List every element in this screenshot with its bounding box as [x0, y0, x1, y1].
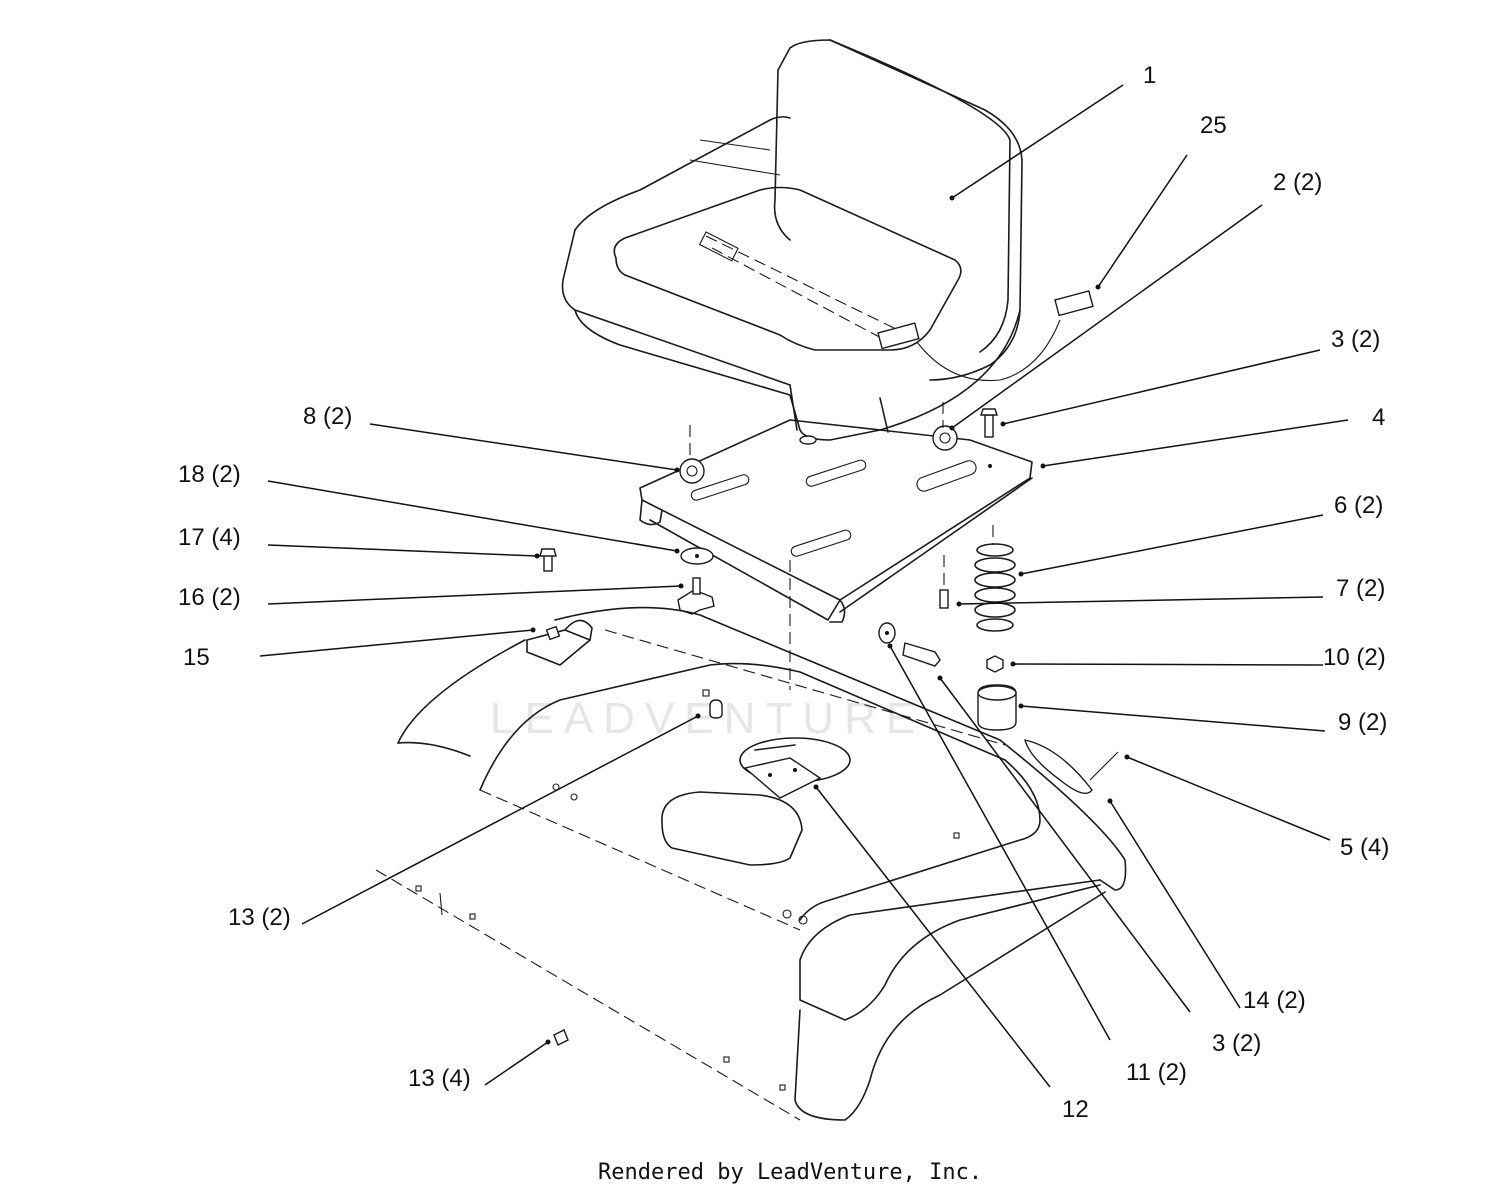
callout-10: 10 (2) — [1323, 644, 1386, 671]
callout-14: 14 (2) — [1243, 987, 1306, 1014]
seat-assembly — [561, 39, 1094, 445]
callout-18: 18 (2) — [178, 461, 241, 488]
watermark-text: LEADVENTURE — [490, 694, 925, 743]
render-credit: Rendered by LeadVenture, Inc. — [598, 1160, 982, 1185]
callout-11: 11 (2) — [1126, 1059, 1187, 1086]
callout-8: 8 (2) — [303, 403, 352, 430]
left-hardware — [526, 547, 715, 666]
callout-1: 1 — [1143, 62, 1156, 89]
callout-labels: 1 25 2 (2) 3 (2) 4 8 (2) 18 (2) 17 (4) 1… — [178, 62, 1389, 1123]
callout-2: 2 (2) — [1273, 169, 1322, 196]
callout-4: 4 — [1372, 404, 1385, 431]
callout-9: 9 (2) — [1338, 709, 1387, 736]
callout-12: 12 — [1062, 1096, 1089, 1123]
callout-25: 25 — [1200, 112, 1227, 139]
callout-3-bottom: 3 (2) — [1212, 1030, 1261, 1057]
seat-mounting-plate — [639, 402, 1033, 623]
callout-7: 7 (2) — [1336, 575, 1385, 602]
leader-lines — [259, 84, 1349, 1088]
callout-3-top: 3 (2) — [1331, 326, 1380, 353]
right-hardware — [878, 525, 1119, 794]
callout-13-upper: 13 (2) — [228, 904, 291, 931]
callout-17: 17 (4) — [178, 524, 241, 551]
fender-base — [375, 560, 1127, 1121]
callout-6: 6 (2) — [1334, 492, 1383, 519]
callout-16: 16 (2) — [178, 584, 241, 611]
callout-13-lower: 13 (4) — [408, 1065, 471, 1092]
callout-15: 15 — [183, 644, 210, 671]
callout-5: 5 (4) — [1340, 834, 1389, 861]
